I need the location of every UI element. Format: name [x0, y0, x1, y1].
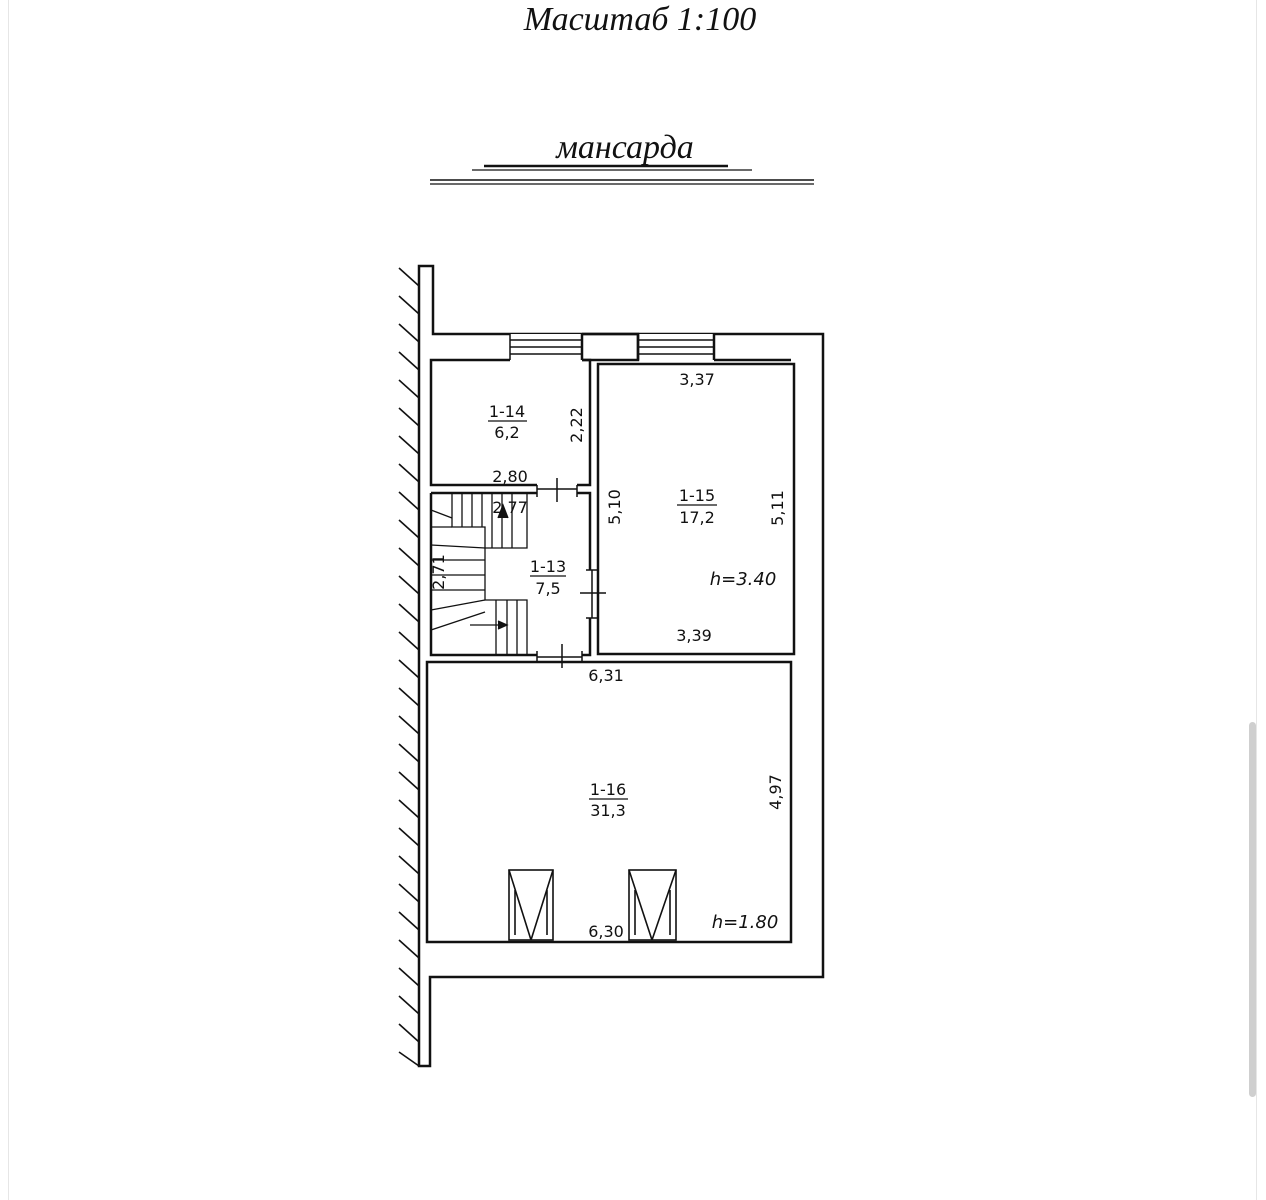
door-room14 [536, 478, 578, 502]
room-label-1-16: 1-16 31,3 [589, 780, 628, 820]
dim-room14-width: 2,80 [492, 467, 528, 486]
scrollbar[interactable] [1249, 722, 1256, 1097]
room-area: 6,2 [494, 423, 519, 442]
dim-stair-width: 2,77 [492, 498, 528, 517]
interior-walls [425, 332, 796, 944]
party-wall-hatching [398, 267, 420, 1067]
skylight-right [628, 869, 677, 941]
height-room15: h=3.40 [710, 569, 777, 590]
room-number: 1-14 [489, 402, 525, 421]
title-underline [430, 164, 814, 185]
dim-room15-top: 3,37 [679, 370, 715, 389]
room-area: 31,3 [590, 801, 626, 820]
room-label-1-14: 1-14 6,2 [488, 402, 527, 442]
height-room16: h=1.80 [712, 912, 779, 933]
room-number: 1-15 [679, 486, 715, 505]
exterior-wall [417, 264, 825, 1068]
dim-room15-bottom: 3,39 [676, 626, 712, 645]
dim-stair-depth: 2,71 [429, 554, 448, 590]
dim-room15-right: 5,11 [768, 490, 787, 526]
sheet-edge-left [8, 0, 9, 1200]
skylight-left [508, 869, 554, 941]
scale-title: Масштаб 1:100 [523, 1, 757, 38]
dim-room14-depth: 2,22 [567, 407, 586, 443]
window-room15 [637, 334, 715, 360]
window-room14 [509, 334, 583, 360]
room-area: 7,5 [535, 579, 560, 598]
floor-title: мансарда [556, 129, 694, 166]
room-label-1-13: 1-13 7,5 [530, 557, 566, 598]
door-room15 [580, 569, 606, 619]
dim-room16-top: 6,31 [588, 666, 624, 685]
room-number: 1-13 [530, 557, 566, 576]
sheet-edge-right [1256, 0, 1257, 1200]
room-label-1-15: 1-15 17,2 [677, 486, 717, 527]
dim-room16-right: 4,97 [766, 774, 785, 810]
door-room16 [536, 644, 583, 668]
room-number: 1-16 [590, 780, 626, 799]
staircase [430, 493, 528, 655]
dim-room15-left: 5,10 [605, 489, 624, 525]
room-area: 17,2 [679, 508, 715, 527]
dim-room16-bottom: 6,30 [588, 922, 624, 941]
